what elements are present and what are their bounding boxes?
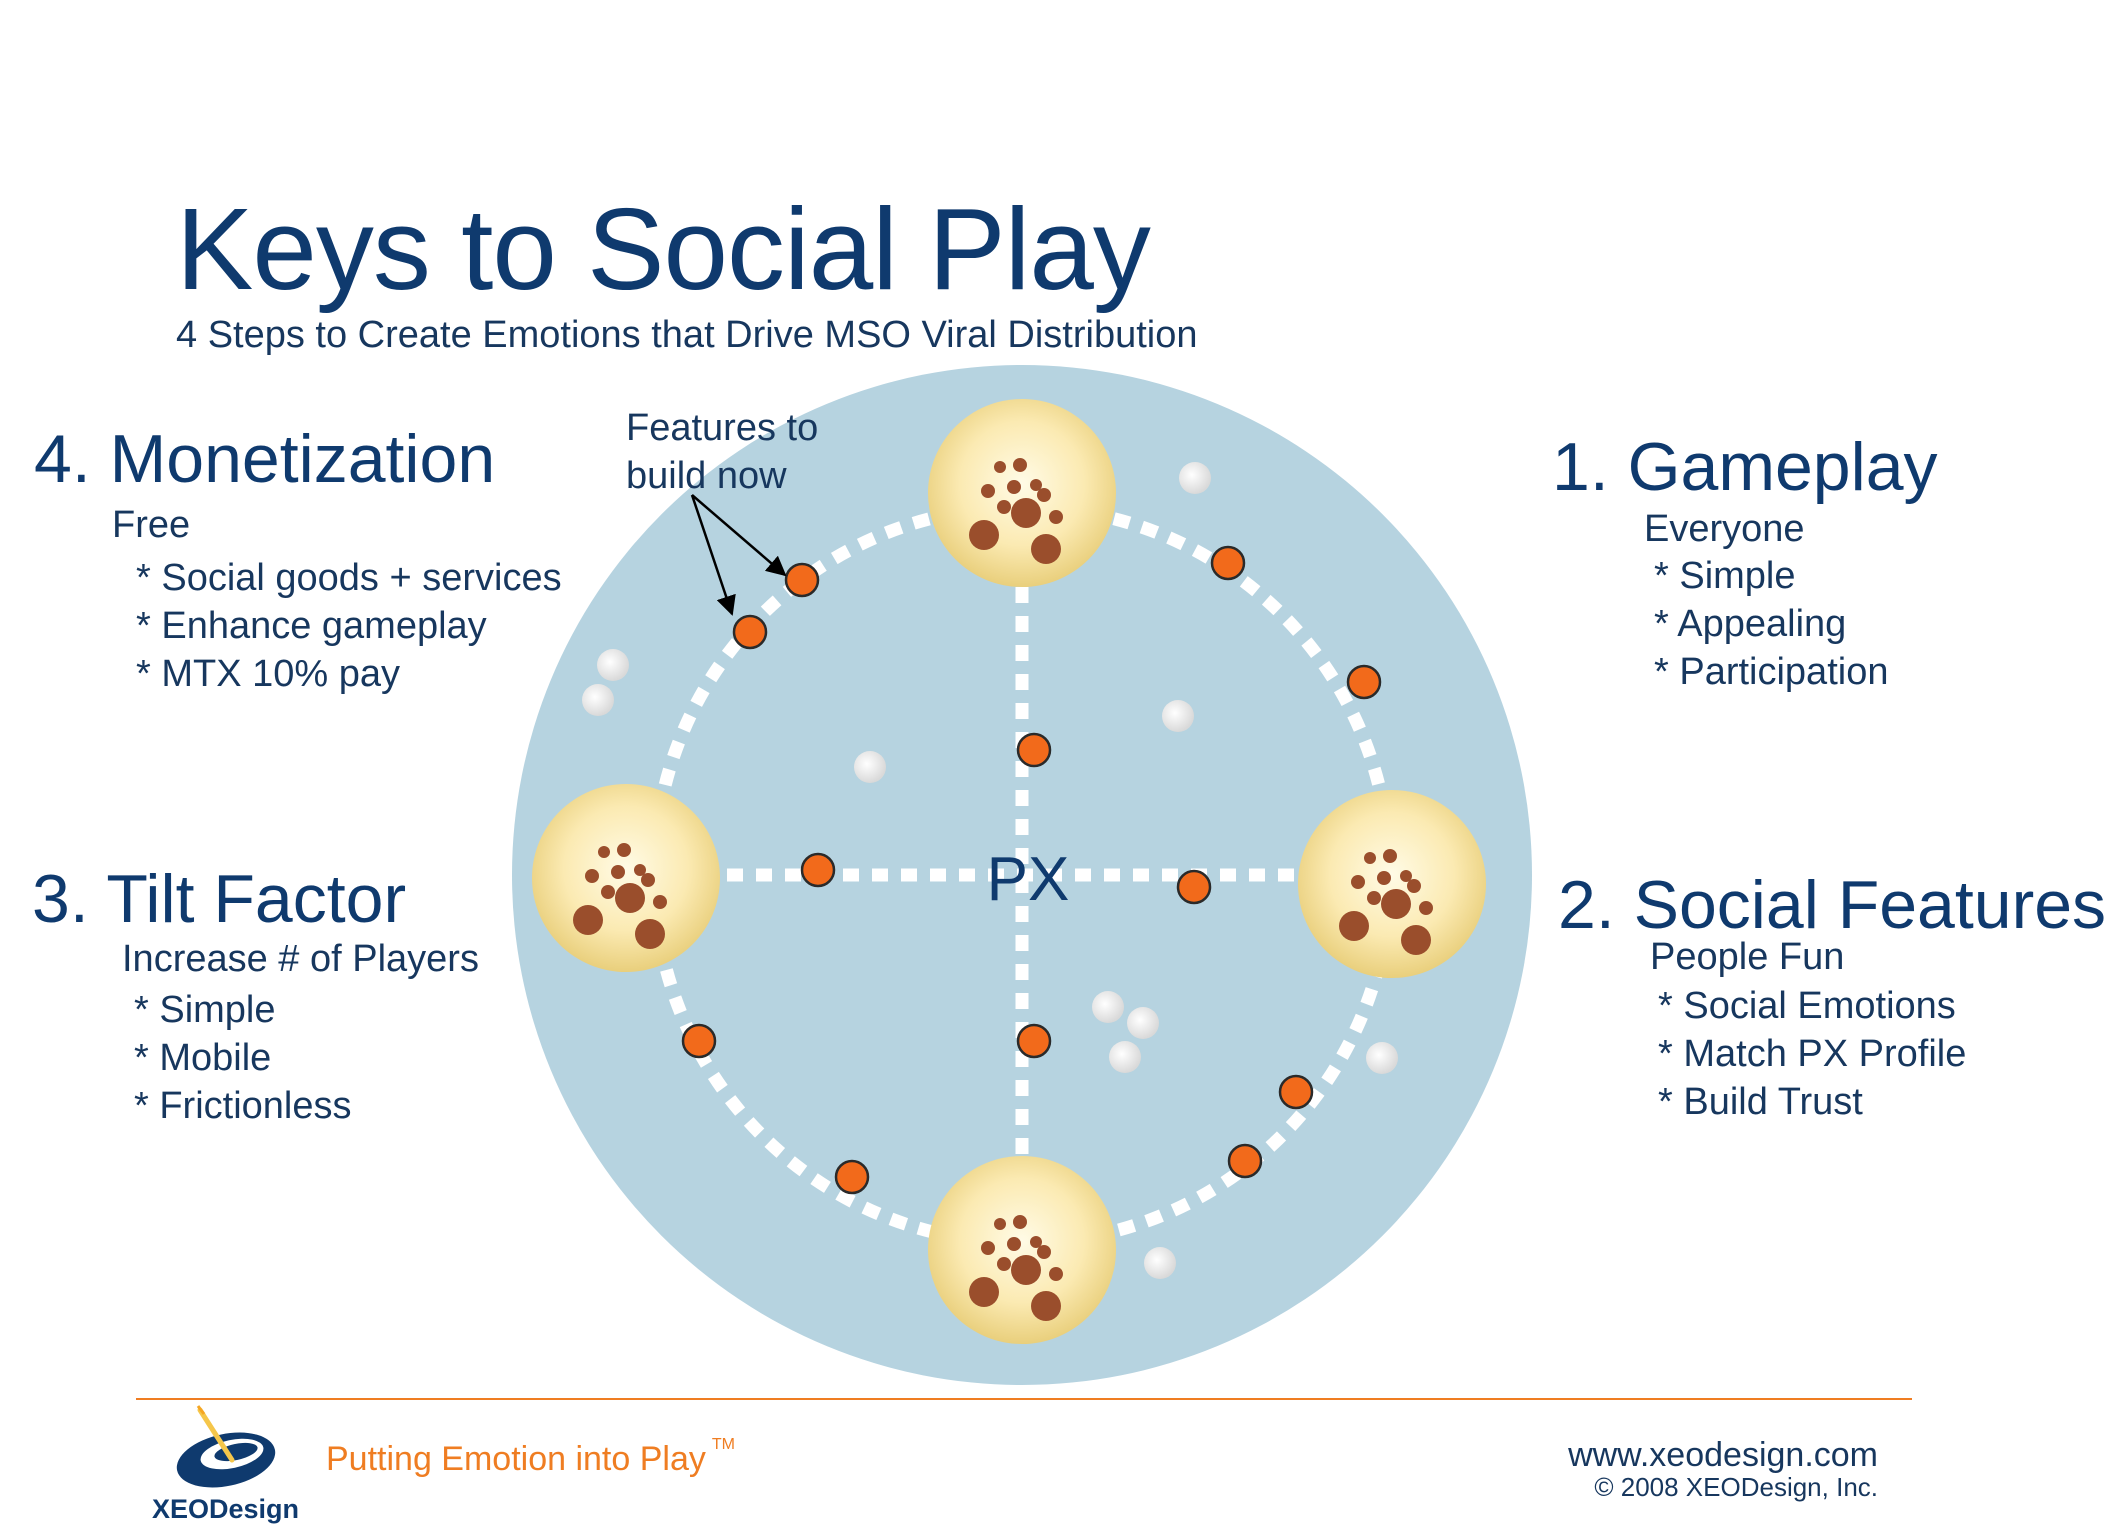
grey-dot <box>1179 462 1211 494</box>
grey-dot <box>1092 991 1124 1023</box>
orange-feature-dot <box>681 1023 717 1059</box>
social-bullet: * Match PX Profile <box>1658 1033 1967 1075</box>
trademark-mark: TM <box>711 1436 735 1453</box>
orange-feature-dot <box>800 852 836 888</box>
tilt-sub: Increase # of Players <box>122 938 479 980</box>
tilt-heading: 3. Tilt Factor <box>32 861 407 937</box>
arrow-to-feature <box>691 494 787 577</box>
orange-feature-dot <box>1016 732 1052 768</box>
tilt-bullet: * Frictionless <box>134 1085 352 1127</box>
features-note-line: build now <box>626 455 787 497</box>
tagline-text: Putting Emotion into Play <box>326 1440 706 1478</box>
cookie-top <box>928 399 1116 587</box>
tilt-bullet: * Simple <box>134 989 276 1031</box>
tilt-bullets: * Simple * Mobile * Frictionless <box>134 986 352 1130</box>
orange-feature-dot <box>1176 869 1212 905</box>
grey-dot <box>597 649 629 681</box>
gameplay-heading: 1. Gameplay <box>1552 429 1938 505</box>
grey-dot <box>1144 1247 1176 1279</box>
footer-copyright: © 2008 XEODesign, Inc. <box>1594 1472 1878 1502</box>
orange-feature-dot <box>1016 1023 1052 1059</box>
px-diagram: PX <box>512 365 1532 1385</box>
orange-feature-dot <box>834 1159 870 1195</box>
social-bullet: * Social Emotions <box>1658 985 1956 1027</box>
footer-url[interactable]: www.xeodesign.com <box>1568 1436 1878 1474</box>
grey-dot <box>582 684 614 716</box>
grey-dot <box>1162 700 1194 732</box>
orange-feature-dot <box>1210 545 1246 581</box>
gameplay-sub: Everyone <box>1644 508 1805 550</box>
monetization-bullet: * MTX 10% pay <box>136 653 400 695</box>
monetization-bullet: * Social goods + services <box>136 557 562 599</box>
grey-dot <box>854 751 886 783</box>
social-bullet: * Build Trust <box>1658 1081 1863 1123</box>
page-subtitle: 4 Steps to Create Emotions that Drive MS… <box>176 314 1198 356</box>
gameplay-bullet: * Appealing <box>1654 603 1847 645</box>
orange-feature-dot <box>1346 664 1382 700</box>
social-heading: 2. Social Features <box>1558 867 2106 943</box>
gameplay-bullet: * Participation <box>1654 651 1889 693</box>
cookie-right <box>1298 790 1486 978</box>
arrow-to-feature <box>690 494 736 616</box>
gameplay-bullets: * Simple * Appealing * Participation <box>1654 552 1888 696</box>
cookie-left <box>532 784 720 972</box>
grey-dot <box>1366 1042 1398 1074</box>
orange-feature-dot <box>732 614 768 650</box>
orange-feature-dot <box>784 562 820 598</box>
gameplay-bullet: * Simple <box>1654 555 1796 597</box>
monetization-sub: Free <box>112 504 191 546</box>
social-sub: People Fun <box>1650 936 1845 978</box>
monetization-heading: 4. Monetization <box>34 421 496 497</box>
monetization-bullet: * Enhance gameplay <box>136 605 487 647</box>
grey-dot <box>1127 1007 1159 1039</box>
cookie-bottom <box>928 1156 1116 1344</box>
px-center-label: PX <box>987 845 1070 914</box>
footer-tagline: Putting Emotion into Play TM <box>326 1436 735 1479</box>
xeodesign-logo-icon <box>176 1405 276 1488</box>
features-note: Features to build now <box>626 404 818 500</box>
features-note-line: Features to <box>626 407 819 449</box>
grey-dot <box>1109 1041 1141 1073</box>
page-title: Keys to Social Play <box>176 184 1151 314</box>
brand-name: XEODesign <box>152 1494 300 1524</box>
monetization-bullets: * Social goods + services * Enhance game… <box>136 554 562 698</box>
footer-divider <box>136 1398 1912 1400</box>
orange-feature-dot <box>1278 1074 1314 1110</box>
social-bullets: * Social Emotions * Match PX Profile * B… <box>1658 982 1966 1126</box>
tilt-bullet: * Mobile <box>134 1037 272 1079</box>
orange-feature-dot <box>1227 1143 1263 1179</box>
